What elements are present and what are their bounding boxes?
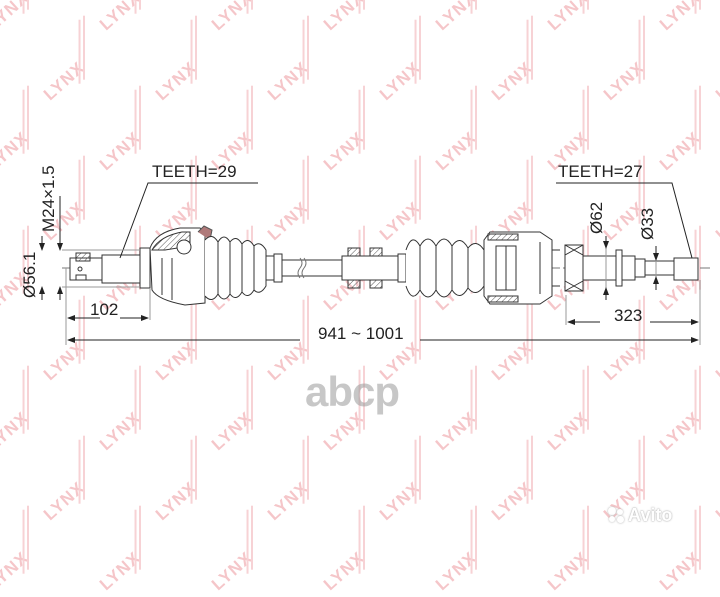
lynx-watermark: LYNX (0, 505, 33, 595)
left-length-label: 102 (90, 300, 119, 319)
teeth-left-label: TEETH=29 (152, 162, 237, 181)
lynx-watermark: LYNX (208, 505, 257, 595)
joint-diameter-label: Ø62 (587, 201, 606, 234)
avito-watermark: Avito (628, 505, 673, 525)
total-length-label: 941 ~ 1001 (318, 324, 404, 343)
thread-spec-label: M24×1.5 (39, 165, 58, 232)
teeth-right-label: TEETH=27 (558, 162, 643, 181)
lynx-watermark: LYNX (432, 505, 481, 595)
abcp-watermark: abcp (305, 368, 400, 415)
right-length-label: 323 (614, 306, 643, 325)
outer-diameter-label: Ø56.1 (20, 251, 39, 298)
lynx-watermark: LYNX (544, 505, 593, 595)
shaft-diameter-label: Ø33 (638, 207, 657, 240)
lynx-watermark: LYNX (656, 505, 705, 595)
lynx-watermark: LYNX (96, 505, 145, 595)
driveshaft-drawing (39, 182, 710, 345)
avito-logo-icon (608, 507, 626, 523)
lynx-watermark: LYNX (320, 505, 369, 595)
